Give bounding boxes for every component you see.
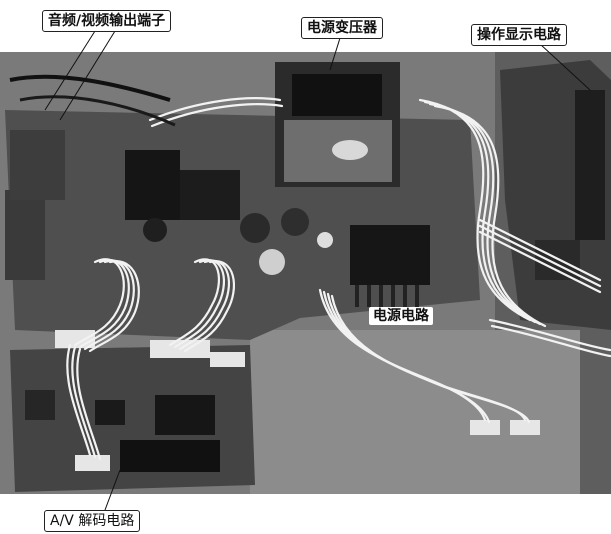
capacitor — [259, 249, 285, 275]
wire-connector — [75, 455, 110, 471]
decoder-chip-small — [25, 390, 55, 420]
wire-connector — [210, 352, 245, 367]
label-av-output-terminal: 音频/视频输出端子 — [42, 10, 172, 32]
capacitor — [281, 208, 309, 236]
display-connector — [575, 90, 605, 240]
transformer-highlight — [332, 140, 368, 160]
heatsink-center — [180, 170, 240, 220]
label-power-transformer: 电源变压器 — [301, 17, 383, 39]
chassis-floor — [250, 330, 580, 494]
power-cable — [9, 74, 171, 102]
decoder-chip-small — [95, 400, 125, 425]
heatsink-power-circuit — [350, 225, 430, 307]
wire-bundles — [66, 97, 611, 461]
label-power-circuit: 电源电路 — [369, 307, 433, 325]
decoder-chip-secondary — [120, 440, 220, 472]
capacitor — [317, 232, 333, 248]
heatsink-left — [125, 150, 180, 220]
label-av-decoder-circuit: A/V 解码电路 — [44, 510, 141, 532]
wire-connector — [470, 420, 500, 435]
capacitor — [240, 213, 270, 243]
left-connector-block — [5, 190, 45, 280]
wire-connector — [510, 420, 540, 435]
power-cable — [19, 95, 176, 127]
display-ic — [535, 240, 580, 280]
transformer-core — [292, 74, 382, 116]
capacitor — [143, 218, 167, 242]
label-display-panel-circuit: 操作显示电路 — [471, 24, 567, 46]
callout-leaders — [44, 30, 591, 511]
decoder-chip-main — [155, 395, 215, 435]
av-output-jacks — [10, 130, 65, 200]
